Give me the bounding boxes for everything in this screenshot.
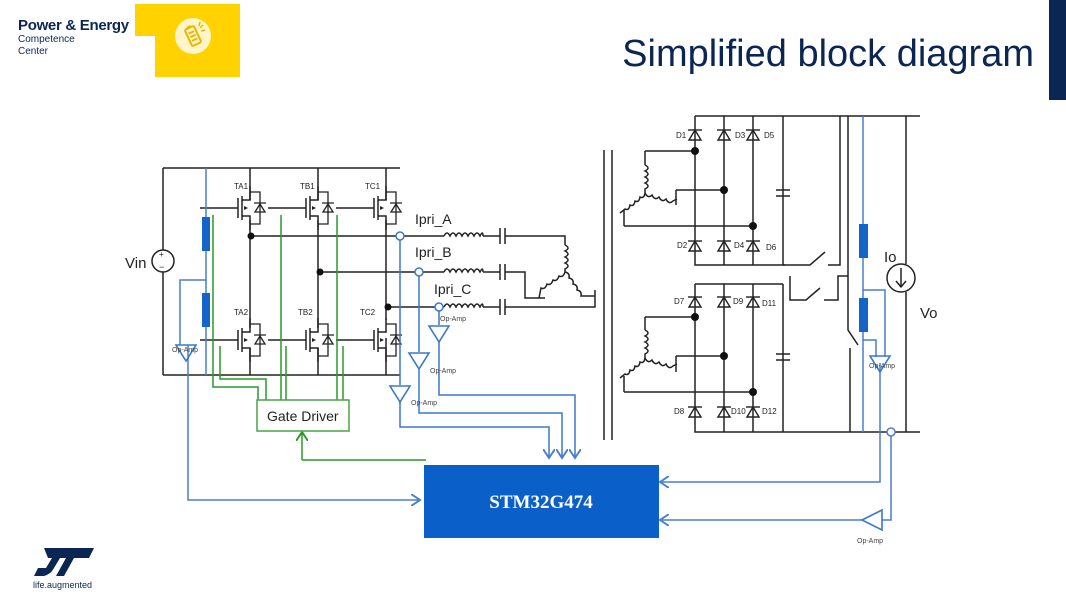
opamp-ib-label: Op-Amp (430, 368, 456, 375)
output-sense (660, 116, 896, 520)
gate-wiring (212, 215, 426, 461)
label-d9: D9 (733, 297, 744, 306)
label-ipri-a: Ipri_A (415, 211, 452, 227)
label-ta1: TA1 (234, 182, 249, 191)
label-ta2: TA2 (234, 308, 249, 317)
primary-circuit (400, 228, 596, 315)
opamp-ic-label: Op-Amp (440, 316, 466, 323)
brand-line-3: Center (18, 46, 49, 57)
brand-yellow-notch (135, 4, 157, 36)
gate-driver-label: Gate Driver (267, 408, 339, 424)
label-d2: D2 (677, 241, 688, 250)
label-d5: D5 (764, 131, 775, 140)
label-d12: D12 (762, 407, 777, 416)
switch-tb1 (267, 185, 335, 231)
vin-source: + − (151, 249, 175, 273)
opamp-vo-label: Op-Amp (869, 363, 895, 370)
label-d1: D1 (676, 131, 687, 140)
label-d3: D3 (735, 131, 746, 140)
opamp-ia-label: Op-Amp (411, 400, 437, 407)
brand-line-1: Power & Energy (18, 17, 129, 34)
brand-name: Power & Energy Competence Center (18, 17, 129, 58)
mcu-label: STM32G474 (489, 492, 593, 513)
current-sense (395, 231, 575, 458)
label-tb2: TB2 (298, 308, 313, 317)
shunt-resistor-upper (202, 217, 210, 251)
label-d7: D7 (674, 297, 685, 306)
label-d4: D4 (734, 241, 745, 250)
label-tc2: TC2 (360, 308, 376, 317)
opamp-ic (428, 325, 450, 343)
opamp-ia (389, 385, 411, 403)
shunt-resistor-lower (202, 293, 210, 327)
output-switches (783, 116, 907, 432)
label-d6: D6 (766, 243, 777, 252)
switch-tb2 (267, 317, 335, 363)
opamp-vin-label: Op-Amp (172, 347, 198, 354)
transformer-core (603, 150, 613, 440)
mcu-block (424, 465, 659, 538)
gate-driver-block (256, 399, 350, 432)
output-shunt-upper (859, 224, 868, 258)
accent-bar (1049, 0, 1066, 100)
st-logo-icon (34, 546, 96, 583)
label-d8: D8 (674, 407, 685, 416)
switch-tc2 (335, 317, 403, 363)
label-ipri-c: Ipri_C (434, 281, 471, 297)
tagline: life.augmented (33, 580, 93, 590)
input-sense (179, 168, 420, 500)
label-tc1: TC1 (365, 182, 381, 191)
junction-dots (247, 232, 392, 311)
page-title: Simplified block diagram (622, 33, 1034, 75)
svg-text:−: − (159, 262, 164, 272)
opamp-io-label: Op-Amp (857, 538, 883, 545)
switch-tc1 (335, 185, 403, 231)
svg-text:+: + (159, 250, 164, 259)
label-d11: D11 (762, 299, 777, 308)
opamp-ib (408, 352, 430, 370)
load-current-source (886, 263, 916, 293)
rectifier-dots (691, 147, 757, 396)
opamp-io (860, 508, 883, 532)
vo-label: Vo (920, 305, 938, 322)
output-shunt-lower (859, 298, 868, 332)
vin-label: Vin (125, 255, 146, 272)
io-label: Io (884, 249, 897, 266)
battery-icon (175, 18, 211, 54)
label-tb1: TB1 (300, 182, 315, 191)
label-d10: D10 (731, 407, 746, 416)
label-ipri-b: Ipri_B (415, 244, 452, 260)
brand-line-2: Competence (18, 34, 75, 45)
